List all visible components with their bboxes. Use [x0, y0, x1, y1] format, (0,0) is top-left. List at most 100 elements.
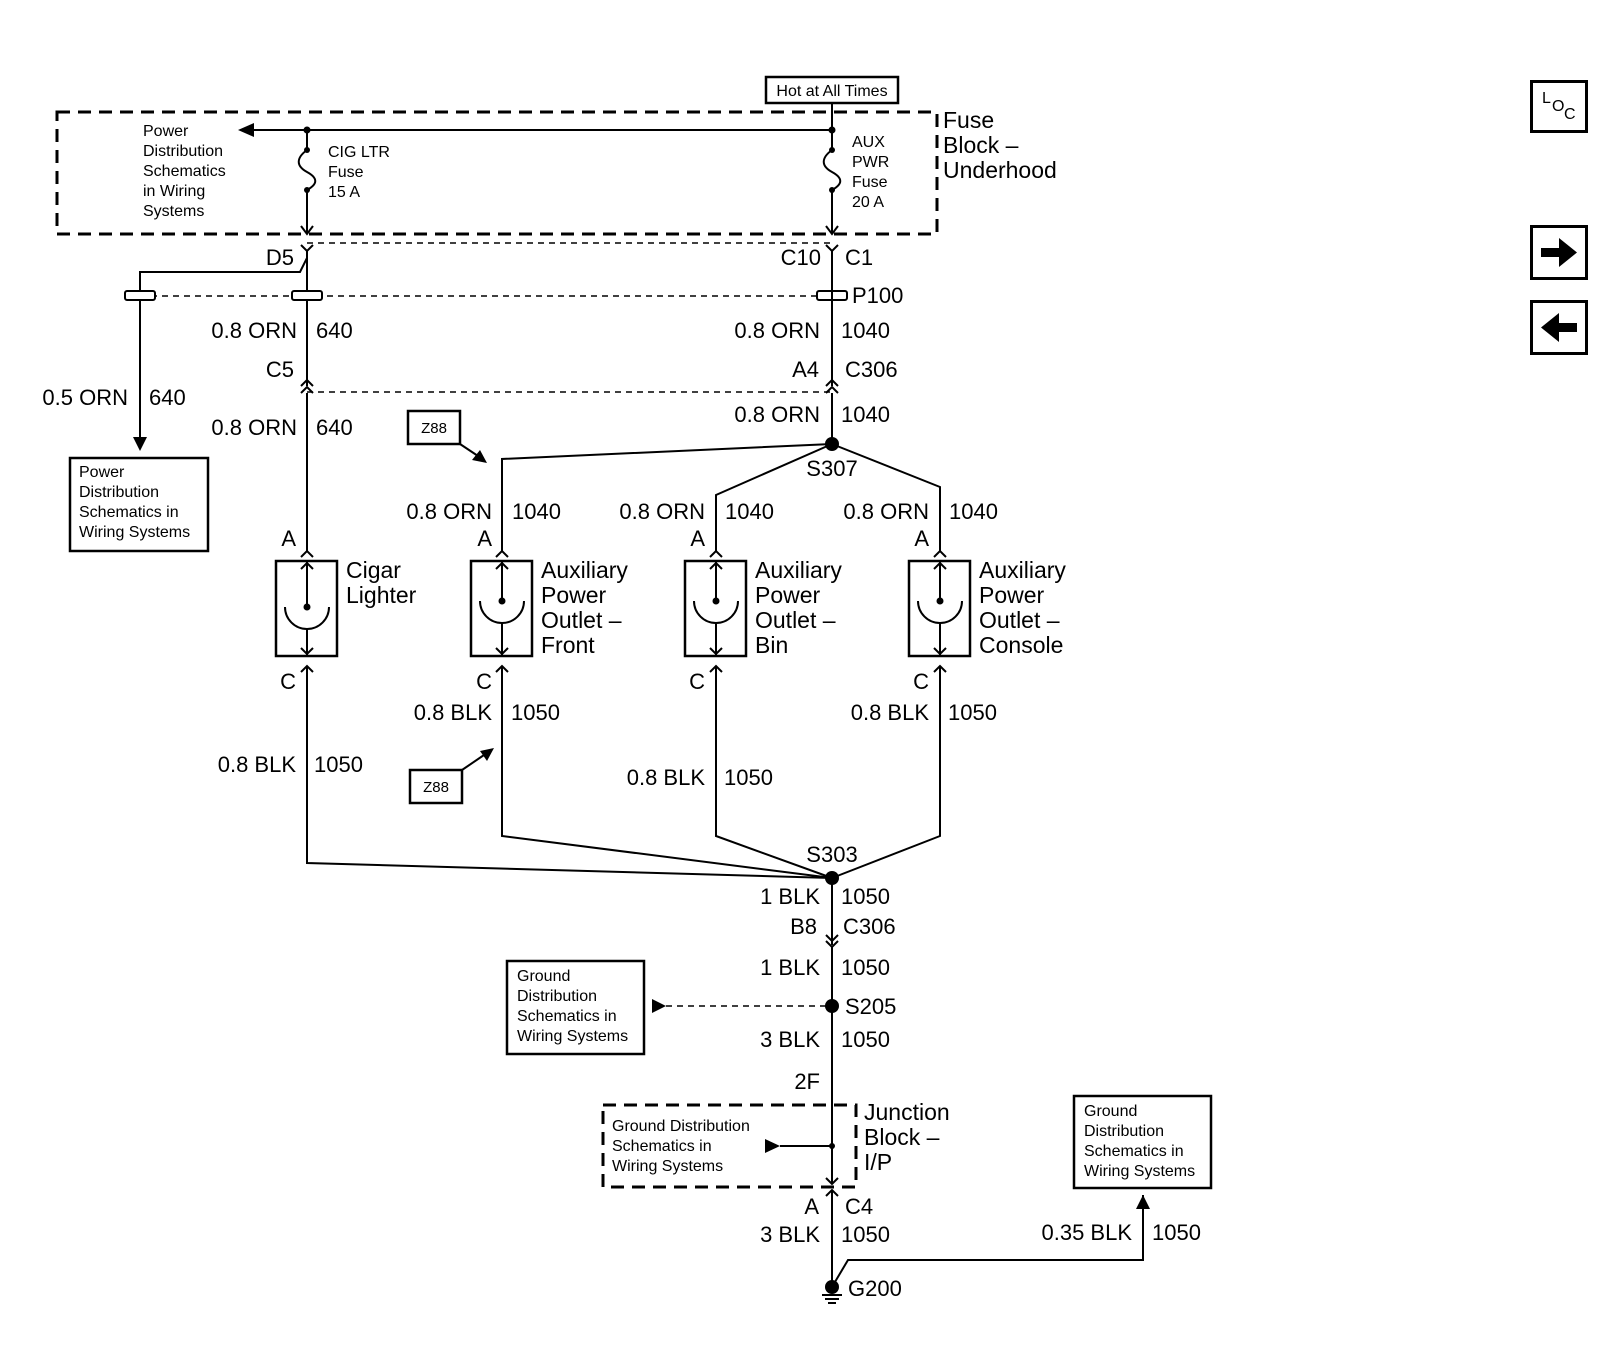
- wire-0-8-blk-label: 0.8 BLK: [218, 752, 297, 777]
- loc-label: L: [1542, 90, 1551, 107]
- circuit-1050-label: 1050: [724, 765, 773, 790]
- circuit-1050-label: 1050: [841, 955, 890, 980]
- connector-b8-label: B8: [790, 914, 817, 939]
- female-terminal-icon: [825, 1177, 839, 1186]
- hot-at-all-times-label: Hot at All Times: [776, 83, 887, 100]
- splice-s307-label: S307: [806, 456, 857, 481]
- z88-option-box: [406, 409, 462, 446]
- male-terminal-icon: [300, 378, 314, 387]
- circuit-1050-front-ground-wire: [501, 666, 833, 879]
- next-page-button[interactable]: [1530, 225, 1588, 280]
- fuse-block-pds-reference: Power Distribution Schematics in Wiring …: [143, 123, 230, 220]
- junction-block-ip-box: [601, 1103, 858, 1189]
- wire-3-blk-label: 3 BLK: [760, 1027, 820, 1052]
- jb-ground-tap-dot: [829, 1143, 835, 1149]
- aux-power-outlet-front-label: Auxiliary Power Outlet – Front: [541, 557, 634, 658]
- wire-0-8-blk-label: 0.8 BLK: [414, 700, 493, 725]
- connector-c1-label: C1: [845, 245, 873, 270]
- circuit-1050-label: 1050: [948, 700, 997, 725]
- wire-0-35-blk-label: 0.35 BLK: [1041, 1220, 1132, 1245]
- wire-0-8-orn-label: 0.8 ORN: [211, 415, 297, 440]
- pass-through-grommet-icon: [124, 290, 156, 301]
- z88-pointer: [459, 443, 479, 457]
- circuit-640-label: 640: [316, 318, 353, 343]
- junction-block-title: Junction Block – I/P: [864, 1099, 956, 1175]
- circuit-1050-console-ground-wire: [831, 666, 941, 879]
- splice-s303-label: S303: [806, 842, 857, 867]
- circuit-1040-label: 1040: [512, 499, 561, 524]
- wire-0-8-orn-label: 0.8 ORN: [734, 318, 820, 343]
- ground-icon: [822, 1294, 842, 1304]
- circuit-1050-cigar-ground-wire: [306, 666, 833, 879]
- svg-text:C: C: [1564, 106, 1576, 123]
- jb-gds-reference-text: Ground Distribution Schematics in Wiring…: [612, 1118, 754, 1175]
- connector-c5-label: C5: [266, 357, 294, 382]
- gds-reference-box[interactable]: [505, 959, 646, 1056]
- arrow-right-icon: [1541, 238, 1577, 267]
- male-terminal-icon: [300, 244, 314, 253]
- z88-option-label: Z88: [423, 779, 449, 796]
- circuit-1040-label: 1040: [725, 499, 774, 524]
- wire-0-8-orn-label: 0.8 ORN: [619, 499, 705, 524]
- connector-c306-label: C306: [845, 357, 898, 382]
- fuse-block-title: Fuse Block – Underhood: [943, 107, 1057, 183]
- p100-label: P100: [852, 283, 903, 308]
- aux-power-outlet-console-label: Auxiliary Power Outlet – Console: [979, 557, 1072, 658]
- male-terminal-icon: [825, 378, 839, 387]
- fuse-block-underhood-box: [55, 110, 939, 236]
- aux-pwr-fuse-icon: [822, 149, 842, 191]
- arrow-icon: [480, 748, 494, 761]
- splice-s205-dot: [825, 999, 839, 1013]
- wire-0-5-orn-label: 0.5 ORN: [42, 385, 128, 410]
- circuit-1040-bin-wire: [715, 443, 833, 551]
- wire-0-8-orn-label: 0.8 ORN: [843, 499, 929, 524]
- pin-a-label: A: [281, 526, 296, 551]
- circuit-640-label: 640: [149, 385, 186, 410]
- circuit-1040-label: 1040: [841, 318, 890, 343]
- pds-reference-box[interactable]: [68, 456, 210, 553]
- wire-1-blk-label: 1 BLK: [760, 955, 820, 980]
- connector-c4-label: C4: [845, 1194, 873, 1219]
- connector-a4-label: A4: [792, 357, 819, 382]
- pin-c-label: C: [476, 669, 492, 694]
- circuit-1050-label: 1050: [314, 752, 363, 777]
- arrow-left-icon: [765, 1139, 780, 1153]
- arrow-icon: [472, 450, 487, 463]
- pin-a-label: A: [477, 526, 492, 551]
- cigar-lighter-component: [274, 549, 339, 658]
- previous-page-button[interactable]: [1530, 300, 1588, 355]
- wire-3-blk-label: 3 BLK: [760, 1222, 820, 1247]
- circuit-1040-label: 1040: [949, 499, 998, 524]
- arrow-down-icon: [133, 437, 147, 451]
- connector-2f-label: 2F: [794, 1069, 820, 1094]
- connector-c306-label: C306: [843, 914, 896, 939]
- pin-c-label: C: [913, 669, 929, 694]
- circuit-1050-label: 1050: [841, 1222, 890, 1247]
- female-terminal-icon: [825, 385, 839, 394]
- circuit-1050-secondary-ground-wire: [831, 1195, 1144, 1288]
- z88-option-box: [408, 768, 464, 805]
- location-button[interactable]: L O C: [1530, 80, 1588, 133]
- loc-icon: L O C: [1542, 90, 1576, 123]
- cig-ltr-fuse-icon: [297, 149, 317, 191]
- gds-reference-box[interactable]: [1072, 1094, 1213, 1190]
- z88-pointer: [461, 754, 485, 771]
- arrow-left-icon: [652, 999, 666, 1013]
- circuit-1050-label: 1050: [841, 1027, 890, 1052]
- pds-reference-text: Power Distribution Schematics in Wiring …: [79, 464, 190, 541]
- cigar-lighter-label: Cigar Lighter: [346, 557, 417, 608]
- wire-0-8-blk-label: 0.8 BLK: [627, 765, 706, 790]
- gds-reference-text: Ground Distribution Schematics in Wiring…: [1084, 1103, 1195, 1180]
- wire-0-8-orn-label: 0.8 ORN: [734, 402, 820, 427]
- pin-c-label: C: [689, 669, 705, 694]
- ground-g200-label: G200: [848, 1276, 902, 1301]
- female-terminal-icon: [300, 225, 314, 236]
- aux-pwr-fuse-label: AUX PWR Fuse 20 A: [852, 134, 894, 211]
- connector-d5-label: D5: [266, 245, 294, 270]
- male-terminal-icon: [825, 244, 839, 253]
- circuit-1050-label: 1050: [511, 700, 560, 725]
- circuit-1050-bin-ground-wire: [715, 666, 833, 879]
- wire-1-blk-label: 1 BLK: [760, 884, 820, 909]
- circuit-1050-label: 1050: [841, 884, 890, 909]
